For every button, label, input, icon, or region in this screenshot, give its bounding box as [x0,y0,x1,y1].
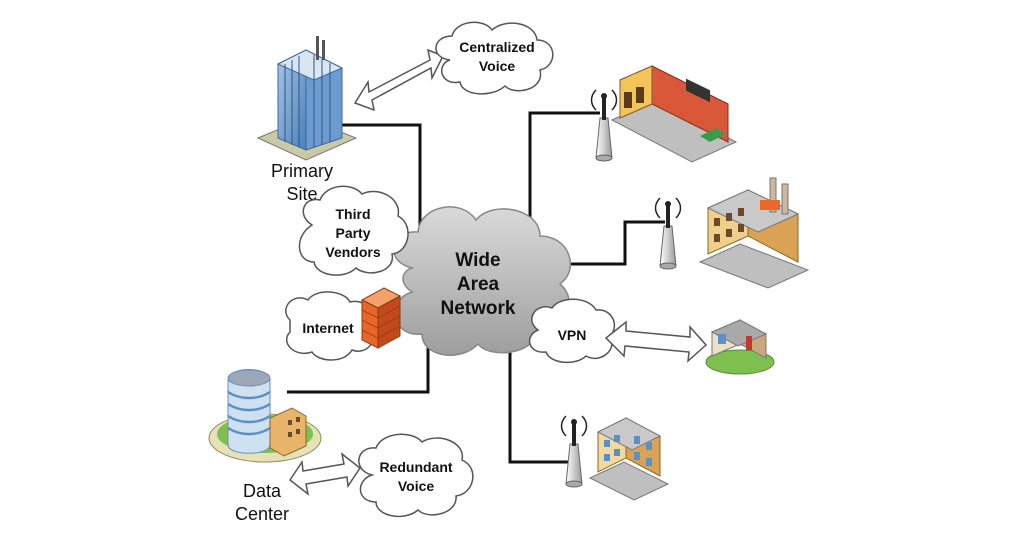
third-party-line-1: Third [336,206,371,222]
vpn-label: VPN [558,327,587,343]
centralized-voice-line-1: Centralized [459,39,534,55]
redundant-voice-line-2: Voice [398,478,435,494]
centralized-voice-cloud-shape [435,21,554,95]
link-data-center [287,330,430,394]
link-primary-site [338,123,422,240]
wan-connections [287,111,665,464]
redundant-voice-cloud-shape [358,433,474,518]
arrow-datacenter-redundant-voice [288,452,362,496]
internet-cloud: Internet [285,291,375,361]
third-party-line-3: Vendors [325,244,380,260]
primary-site-label-line-2: Site [286,184,317,204]
link-factory [548,220,665,266]
firewall-icon [360,287,402,349]
third-party-cloud-shape [298,185,409,276]
home-office-building-icon [705,319,775,375]
arrow-primary-centralized-voice [353,48,445,112]
centralized-voice-line-2: Voice [479,58,516,74]
internet-label: Internet [302,320,354,336]
arrow-vpn-home-office [604,320,708,363]
link-apartment [508,330,570,464]
retail-store-building-icon [610,65,738,163]
wireless-antenna-icon [560,415,588,488]
data-center-label-line-1: Data [243,481,282,501]
third-party-vendors-cloud: Third Party Vendors [298,185,409,276]
primary-site-building-icon [256,36,358,161]
wan-cloud: Wide Area Network [392,206,571,356]
third-party-line-2: Party [335,225,370,241]
wireless-antenna-icon [590,89,618,162]
wan-label-line-3: Network [441,298,516,319]
redundant-voice-line-1: Redundant [379,459,452,475]
data-center-label-line-2: Center [235,504,289,524]
primary-site-label-line-1: Primary [271,161,333,181]
primary-site-label: Primary Site [271,161,333,204]
factory-building-icon [698,177,810,289]
data-center-label: Data Center [235,481,289,524]
data-center-building-icon [208,369,322,463]
wireless-antenna-icon [654,197,682,270]
link-store [528,111,600,240]
centralized-voice-cloud: Centralized Voice [435,21,554,95]
vpn-cloud: VPN [528,298,616,364]
apartment-building-icon [588,417,670,501]
wan-label-line-1: Wide [455,250,500,271]
wan-label-line-2: Area [457,274,500,295]
redundant-voice-cloud: Redundant Voice [358,433,474,518]
